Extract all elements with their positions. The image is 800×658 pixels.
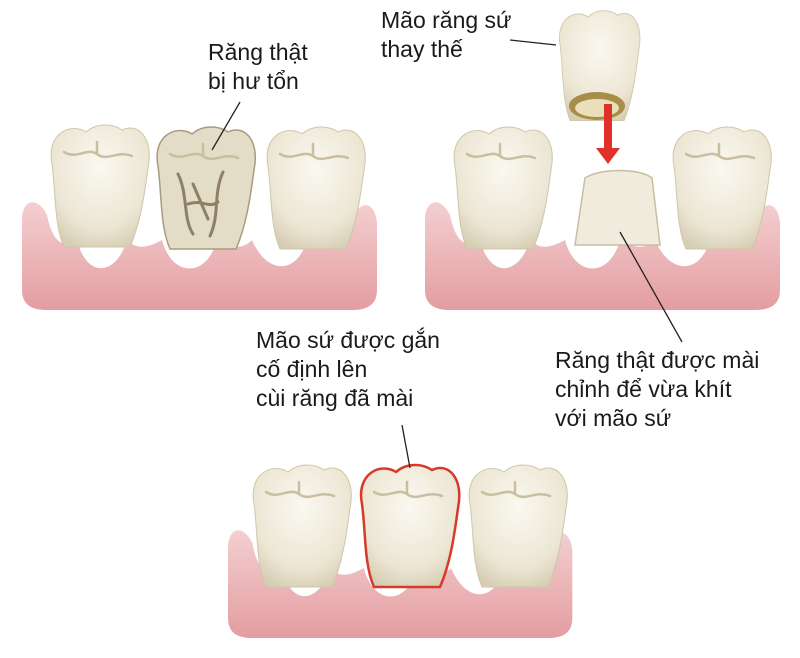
arrow-down-icon: [596, 104, 620, 164]
label-line: cố định lên: [256, 356, 368, 382]
label-line: bị hư tổn: [208, 68, 299, 94]
tooth-right: [468, 464, 568, 588]
label-line: Mão răng sứ: [381, 7, 512, 33]
label-fitted-crown: Mão sứ được gắn cố định lên cùi răng đã …: [256, 326, 440, 413]
damaged-tooth: [156, 126, 257, 250]
replacement-crown: [558, 10, 641, 121]
tooth-left: [50, 124, 150, 248]
label-prepared-tooth: Răng thật được mài chỉnh để vừa khít với…: [555, 346, 759, 433]
label-line: chỉnh để vừa khít: [555, 376, 732, 402]
label-line: với mão sứ: [555, 405, 672, 431]
leader-lines: [211, 39, 683, 469]
label-line: Mão sứ được gắn: [256, 327, 440, 353]
label-line: Răng thật: [208, 39, 308, 65]
fitted-crown: [359, 463, 461, 589]
panel-prepared-tooth: [425, 10, 780, 310]
tooth-right: [266, 126, 366, 250]
label-replacement-crown: Mão răng sứ thay thế: [381, 6, 511, 64]
label-damaged-tooth: Răng thật bị hư tổn: [208, 38, 308, 96]
tooth-left: [453, 126, 553, 250]
label-line: cùi răng đã mài: [256, 385, 414, 411]
tooth-right: [672, 126, 772, 250]
prepared-tooth-stub: [574, 169, 661, 246]
label-line: Răng thật được mài: [555, 347, 760, 373]
label-line: thay thế: [381, 36, 463, 62]
panel-damaged-tooth: [22, 124, 377, 310]
tooth-left: [252, 464, 352, 588]
panel-fitted-crown: [228, 463, 573, 638]
